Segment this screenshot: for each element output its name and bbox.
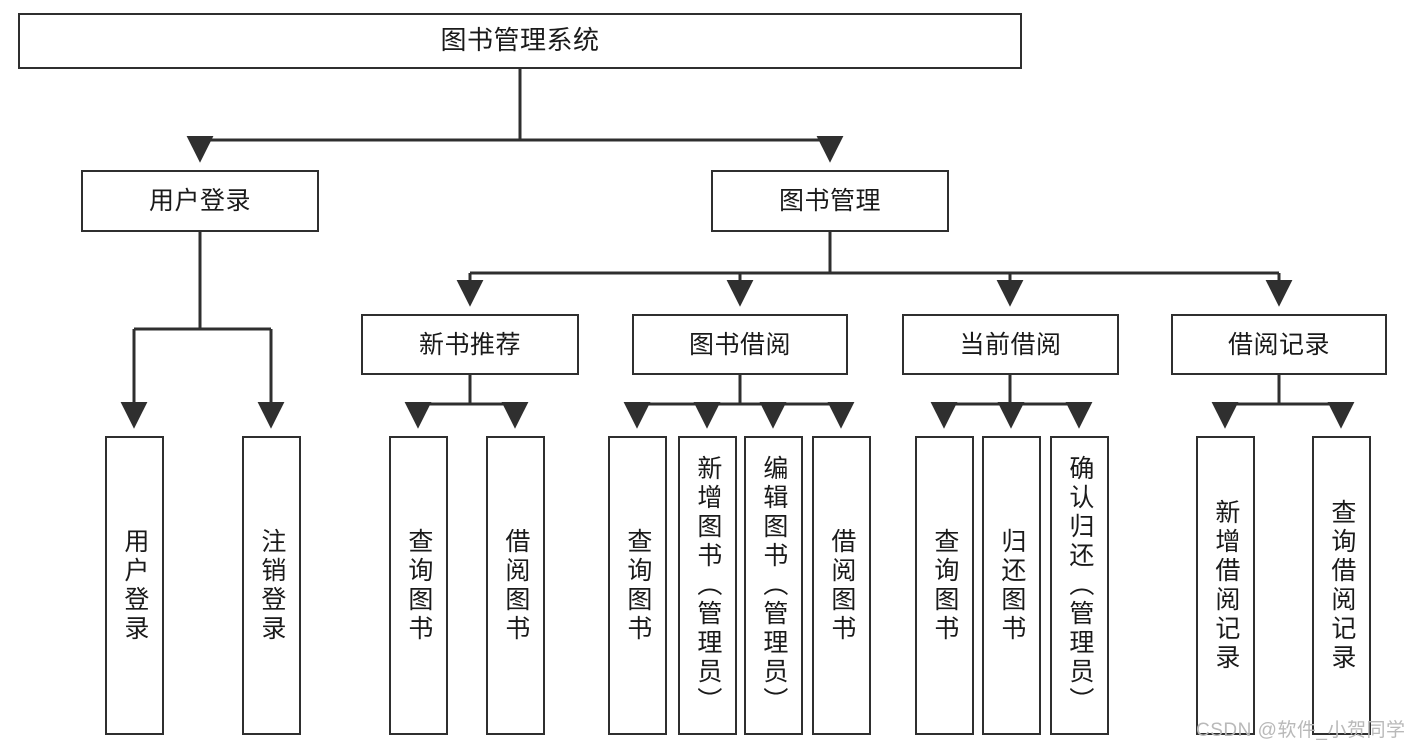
node-current-borrow[interactable]: 当前借阅 bbox=[902, 314, 1119, 375]
node-label: 当前借阅 bbox=[959, 330, 1062, 359]
node-leaf-confirm-return[interactable]: 确认归还（管理员） bbox=[1050, 436, 1109, 735]
node-root-book-management-system[interactable]: 图书管理系统 bbox=[18, 13, 1022, 69]
node-leaf-logout[interactable]: 注销登录 bbox=[242, 436, 301, 735]
node-label: 借阅记录 bbox=[1227, 330, 1330, 359]
node-label: 新增借阅记录 bbox=[1211, 498, 1240, 673]
node-label: 查询图书 bbox=[623, 527, 652, 644]
node-book-borrow[interactable]: 图书借阅 bbox=[632, 314, 848, 375]
node-label: 借阅图书 bbox=[827, 527, 856, 644]
node-leaf-user-login[interactable]: 用户登录 bbox=[105, 436, 164, 735]
node-leaf-add-borrow-record[interactable]: 新增借阅记录 bbox=[1196, 436, 1255, 735]
node-label: 归还图书 bbox=[997, 527, 1026, 644]
node-label: 查询图书 bbox=[404, 527, 433, 644]
node-label: 查询借阅记录 bbox=[1327, 498, 1356, 673]
node-leaf-query-book-1[interactable]: 查询图书 bbox=[389, 436, 448, 735]
node-label: 新书推荐 bbox=[418, 330, 521, 359]
node-label: 编辑图书（管理员） bbox=[759, 455, 788, 716]
node-leaf-borrow-book-2[interactable]: 借阅图书 bbox=[812, 436, 871, 735]
node-label: 确认归还（管理员） bbox=[1065, 455, 1094, 716]
node-label: 查询图书 bbox=[930, 527, 959, 644]
node-label: 借阅图书 bbox=[501, 527, 530, 644]
node-leaf-return-book[interactable]: 归还图书 bbox=[982, 436, 1041, 735]
node-user-login[interactable]: 用户登录 bbox=[81, 170, 319, 232]
node-leaf-edit-book[interactable]: 编辑图书（管理员） bbox=[744, 436, 803, 735]
node-label: 图书管理 bbox=[778, 187, 881, 215]
node-leaf-borrow-book-1[interactable]: 借阅图书 bbox=[486, 436, 545, 735]
node-label: 用户登录 bbox=[148, 187, 251, 215]
node-label: 图书借阅 bbox=[688, 330, 791, 359]
csdn-watermark: CSDN @软件_小贺同学 bbox=[1196, 720, 1405, 741]
node-new-book-recommend[interactable]: 新书推荐 bbox=[361, 314, 579, 375]
node-label: 用户登录 bbox=[120, 527, 149, 644]
node-label: 注销登录 bbox=[257, 527, 286, 644]
node-book-manage[interactable]: 图书管理 bbox=[711, 170, 949, 232]
node-leaf-query-borrow-record[interactable]: 查询借阅记录 bbox=[1312, 436, 1371, 735]
node-label: 新增图书（管理员） bbox=[693, 455, 722, 716]
node-leaf-add-book[interactable]: 新增图书（管理员） bbox=[678, 436, 737, 735]
node-borrow-record[interactable]: 借阅记录 bbox=[1171, 314, 1387, 375]
node-label: 图书管理系统 bbox=[440, 25, 600, 56]
node-leaf-query-book-3[interactable]: 查询图书 bbox=[915, 436, 974, 735]
node-leaf-query-book-2[interactable]: 查询图书 bbox=[608, 436, 667, 735]
